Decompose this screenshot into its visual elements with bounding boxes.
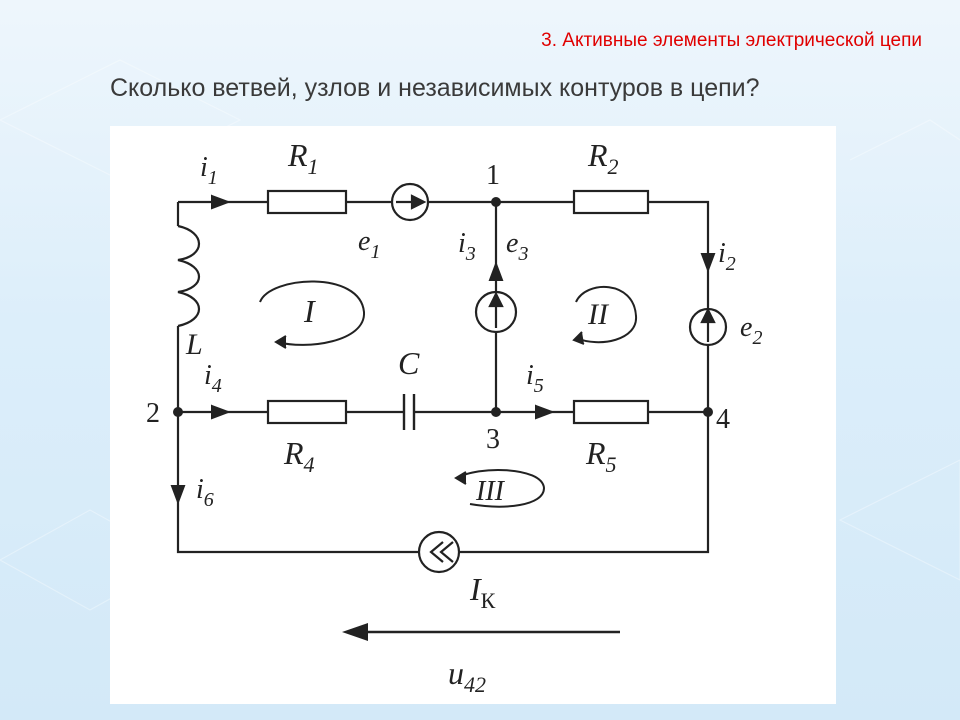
label-loop-2: II: [587, 298, 610, 331]
label-loop-1: I: [303, 293, 316, 329]
arrow-i3: [488, 261, 504, 281]
label-l: L: [185, 328, 203, 361]
arrow-i1: [211, 194, 231, 210]
label-i5: i5: [526, 360, 544, 397]
nodes: [173, 197, 713, 417]
label-i4: i4: [204, 360, 222, 397]
label-node-2: 2: [146, 398, 160, 429]
source-e3: [474, 290, 518, 334]
resistor-r5: [572, 399, 650, 425]
node-2-dot: [173, 407, 183, 417]
loop-3-arc: [457, 469, 546, 508]
wire-top-right: [648, 200, 710, 310]
slide-question: Сколько ветвей, узлов и независимых конт…: [110, 74, 760, 102]
inductor-coil: [177, 224, 200, 328]
current-arrows: [170, 194, 716, 505]
resistor-r4: [266, 399, 348, 425]
label-r1: R1: [287, 137, 319, 179]
label-r4: R4: [283, 435, 315, 477]
arrow-i4: [211, 404, 231, 420]
resistor-r2: [572, 189, 650, 215]
loop-3-head: [454, 471, 467, 485]
source-e1: [390, 182, 430, 222]
slide-header: 3. Активные элементы электрической цепи: [541, 30, 922, 51]
circuit-figure: R1 R2 R4 R5 C L e1 e2 e3 i1 i2 i3 i4 i5 …: [110, 126, 836, 704]
label-i3: i3: [458, 228, 476, 265]
voltage-arrow-u42: [342, 623, 620, 641]
label-i2: i2: [718, 238, 736, 275]
node-3-dot: [491, 407, 501, 417]
node-4-dot: [703, 407, 713, 417]
label-c: C: [398, 345, 420, 381]
label-u42: u42: [448, 655, 486, 697]
label-ik: IК: [469, 571, 496, 613]
wire-left-lower: [176, 326, 418, 554]
source-e2: [688, 307, 728, 347]
label-node-4: 4: [716, 404, 730, 435]
label-node-3: 3: [486, 424, 500, 455]
loop-arrows: [259, 280, 638, 508]
arrow-i5: [535, 404, 555, 420]
label-i6: i6: [196, 474, 214, 511]
current-source-ik: [417, 530, 461, 574]
label-loop-3: III: [475, 476, 506, 507]
loop-2-head: [572, 331, 585, 345]
circuit-diagram: R1 R2 R4 R5 C L e1 e2 e3 i1 i2 i3 i4 i5 …: [146, 137, 762, 697]
label-e3: e3: [506, 228, 528, 265]
loop-1-arc: [259, 280, 366, 346]
label-i1: i1: [200, 152, 218, 189]
label-e1: e1: [358, 226, 380, 263]
arrow-i6: [170, 485, 186, 505]
node-1-dot: [491, 197, 501, 207]
capacitor-c: [402, 394, 416, 430]
label-e2: e2: [740, 312, 762, 349]
resistor-r1: [266, 189, 348, 215]
label-r5: R5: [585, 435, 617, 477]
loop-2-arc: [575, 285, 638, 344]
label-node-1: 1: [486, 160, 500, 191]
loop-1-head: [274, 335, 287, 349]
arrow-i2: [700, 253, 716, 273]
label-r2: R2: [587, 137, 619, 179]
